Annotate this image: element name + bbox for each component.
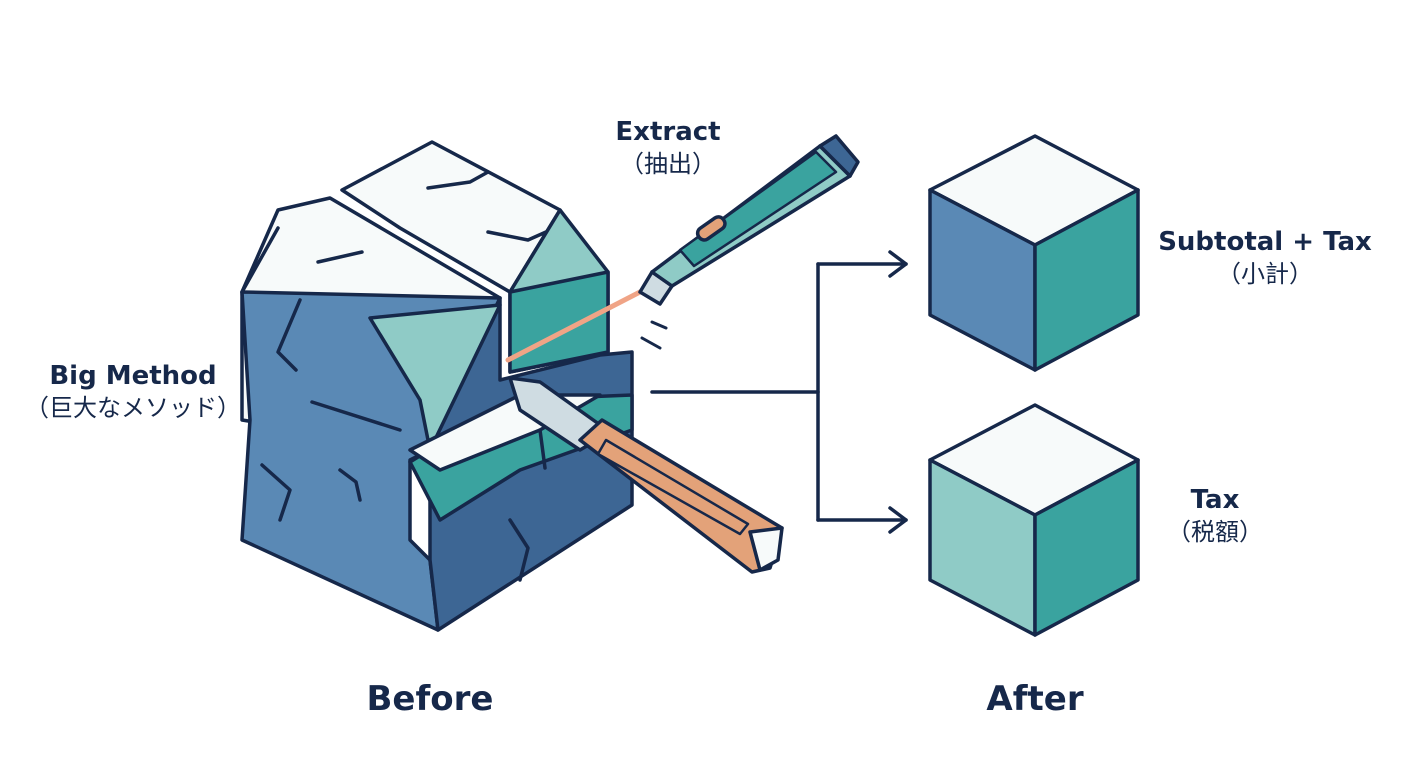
before-label: Before <box>360 678 500 721</box>
subtotal-tax-label-en: Subtotal + Tax <box>1158 227 1372 257</box>
tax-label-jp: （税額） <box>1167 517 1263 546</box>
big-method-label-jp: （巨大なメソッド） <box>25 393 241 422</box>
extract-label: Extract （抽出） <box>598 116 738 179</box>
tax-cube-icon <box>928 403 1140 637</box>
big-method-label: Big Method （巨大なメソッド） <box>8 360 258 423</box>
big-method-main-body <box>240 196 634 632</box>
subtotal-tax-cube-icon <box>928 134 1140 372</box>
tax-label-en: Tax <box>1190 485 1240 515</box>
split-arrow-icon <box>650 250 908 534</box>
laser-pen-icon <box>505 134 860 363</box>
scalpel-icon <box>508 376 784 574</box>
big-method-label-en: Big Method <box>49 361 217 391</box>
extract-label-en: Extract <box>615 117 721 147</box>
subtotal-tax-label-jp: （小計） <box>1217 259 1313 288</box>
after-label: After <box>970 678 1100 721</box>
before-label-text: Before <box>366 679 494 719</box>
tax-label: Tax （税額） <box>1160 484 1270 547</box>
subtotal-tax-label: Subtotal + Tax （小計） <box>1152 226 1378 289</box>
extract-label-jp: （抽出） <box>620 149 716 178</box>
after-label-text: After <box>986 679 1084 719</box>
big-method-block-icon <box>240 140 634 632</box>
